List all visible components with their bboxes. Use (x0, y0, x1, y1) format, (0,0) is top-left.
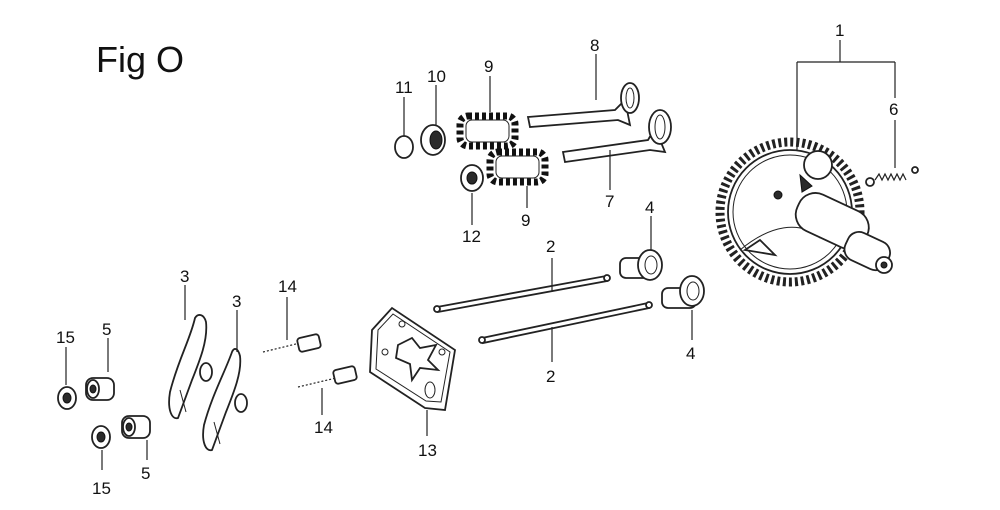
callout-6: 6 (889, 100, 898, 119)
exhaust-valve (561, 109, 672, 164)
callout-14-lower: 14 (314, 418, 333, 437)
push-rod-guide-plate (369, 306, 456, 411)
callout-7: 7 (605, 192, 614, 211)
camshaft-gear (715, 137, 893, 287)
callout-8: 8 (590, 36, 599, 55)
callout-9-upper: 9 (484, 57, 493, 76)
callout-14-upper: 14 (278, 277, 297, 296)
callout-15-lower: 15 (92, 479, 111, 498)
callout-4-upper: 4 (645, 198, 654, 217)
tappet-lower (661, 275, 705, 309)
callout-1: 1 (835, 21, 844, 40)
rocker-arm-left (168, 314, 213, 420)
callout-5-upper: 5 (102, 320, 111, 339)
pivot-nut-lower (91, 425, 111, 449)
rocker-pivot-lower (121, 415, 151, 439)
rocker-pivot-upper (85, 377, 115, 401)
callout-10: 12 (462, 227, 481, 246)
valve-spring-upper (456, 112, 519, 150)
figure-title: Fig O (96, 39, 184, 80)
callout-2-upper: 2 (546, 237, 555, 256)
decompressor-spring (865, 166, 919, 187)
callout-2-lower: 2 (546, 367, 555, 386)
valve-rotator-cap (394, 135, 414, 159)
pivot-nut-upper (57, 386, 77, 410)
push-rod-upper (433, 274, 611, 314)
callout-12: 11 (395, 78, 413, 97)
rocker-stud-upper (262, 333, 322, 353)
rocker-stud-lower (297, 365, 358, 388)
push-rod-lower (478, 301, 653, 345)
callout-15-upper: 15 (56, 328, 75, 347)
callout-13: 13 (418, 441, 437, 460)
spring-retainer (420, 124, 446, 156)
callout-3-left: 3 (180, 267, 189, 286)
callout-9-lower: 9 (521, 211, 530, 230)
spring-retainer-lower (460, 164, 484, 192)
intake-valve (526, 82, 640, 128)
callout-5-lower: 5 (141, 464, 150, 483)
valve-spring-lower (486, 148, 549, 186)
callout-3-right: 3 (232, 292, 241, 311)
callout-11: 10 (427, 67, 446, 86)
callout-4-lower: 4 (686, 344, 695, 363)
tappet-upper (619, 249, 663, 281)
rocker-arm-right (202, 348, 248, 452)
